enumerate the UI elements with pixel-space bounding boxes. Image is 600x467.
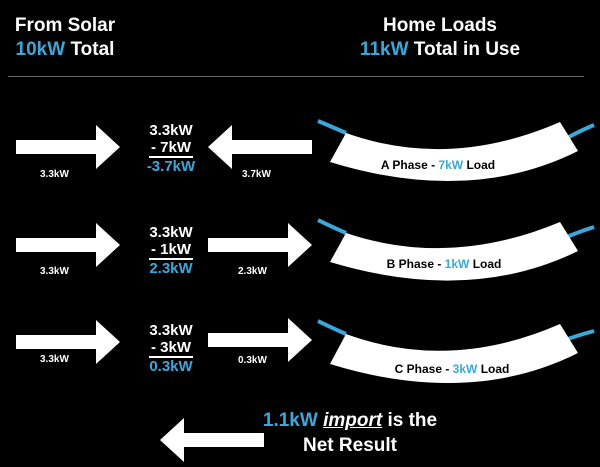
calc-a: 3.3kW - 7kW -3.7kW	[126, 122, 216, 175]
calc-a-line1: 3.3kW	[149, 122, 193, 139]
loads-total-suffix: Total in Use	[413, 39, 521, 60]
calc-c-line2: - 3kW	[148, 339, 193, 358]
cable-phase-c	[317, 319, 595, 384]
net-result-tail: is the	[387, 410, 438, 431]
solar-label-a: 3.3kW	[40, 169, 69, 180]
solar-header-title: From Solar	[14, 15, 116, 36]
loads-header-title: Home Loads	[382, 15, 498, 36]
solar-arrow-c	[16, 320, 120, 364]
calc-c-line1: 3.3kW	[149, 322, 193, 339]
calc-b-result: 2.3kW	[149, 260, 193, 277]
calc-c-result: 0.3kW	[149, 358, 193, 375]
load-a-prefix: A Phase -	[380, 158, 439, 172]
load-b-prefix: B Phase -	[386, 257, 445, 271]
solar-header: From Solar 10kW Total	[10, 14, 120, 62]
net-import-arrow	[160, 418, 264, 462]
calc-b: 3.3kW - 1kW 2.3kW	[126, 224, 216, 277]
export-arrow-c	[208, 318, 312, 362]
load-label-a: A Phase - 7kW Load	[338, 158, 538, 172]
load-c-value: 3kW	[452, 362, 478, 376]
cable-phase-a	[317, 119, 595, 182]
load-c-suffix: Load	[477, 362, 510, 376]
solar-total-suffix: Total	[70, 39, 115, 60]
cable-phase-b	[317, 218, 595, 281]
net-result-emphasis: import	[323, 410, 383, 431]
load-a-suffix: Load	[463, 158, 496, 172]
solar-header-total: 10kW Total	[10, 38, 120, 62]
net-result-line1: 1.1kW import is the	[230, 408, 470, 433]
load-label-b: B Phase - 1kW Load	[344, 257, 544, 271]
solar-arrow-b	[16, 223, 120, 267]
header-divider	[8, 76, 584, 77]
load-a-value: 7kW	[438, 158, 464, 172]
loads-header: Home Loads 11kW Total in Use	[340, 14, 540, 62]
import-arrow-a	[208, 125, 312, 169]
load-b-value: 1kW	[444, 257, 470, 271]
solar-label-b: 3.3kW	[40, 266, 69, 277]
calc-c: 3.3kW - 3kW 0.3kW	[126, 322, 216, 375]
flow-label-b: 2.3kW	[238, 266, 267, 277]
load-c-prefix: C Phase -	[394, 362, 453, 376]
net-result-value: 1.1kW	[262, 410, 318, 431]
net-result-line2: Net Result	[303, 435, 397, 456]
loads-header-total: 11kW Total in Use	[340, 38, 540, 62]
loads-total-value: 11kW	[359, 39, 409, 60]
flow-label-c: 0.3kW	[238, 355, 267, 366]
load-b-suffix: Load	[469, 257, 502, 271]
calc-b-line1: 3.3kW	[149, 224, 193, 241]
net-result: 1.1kW import is the Net Result	[230, 408, 470, 458]
export-arrow-b	[208, 223, 312, 267]
solar-arrow-a	[16, 125, 120, 169]
solar-total-value: 10kW	[15, 39, 66, 60]
solar-label-c: 3.3kW	[40, 354, 69, 365]
flow-label-a: 3.7kW	[242, 169, 271, 180]
calc-b-line2: - 1kW	[148, 241, 193, 260]
calc-a-result: -3.7kW	[146, 158, 196, 175]
calc-a-line2: - 7kW	[148, 139, 193, 158]
load-label-c: C Phase - 3kW Load	[352, 362, 552, 376]
